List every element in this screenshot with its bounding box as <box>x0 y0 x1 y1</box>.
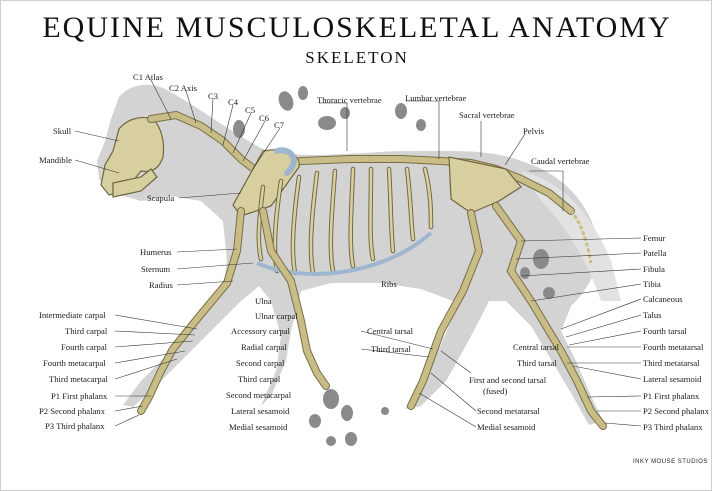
label-fourth-metatarsal: Fourth metatarsal <box>643 342 704 352</box>
label-humerus: Humerus <box>140 247 172 257</box>
label-p2-second-phalanx-right: P2 Second phalanx <box>643 406 710 416</box>
label-p3-third-phalanx-right: P3 Third phalanx <box>643 422 703 432</box>
label-c2-axis: C2 Axis <box>169 83 198 93</box>
label-fibula: Fibula <box>643 264 665 274</box>
label-talus: Talus <box>643 310 662 320</box>
label-p1-first-phalanx-left: P1 First phalanx <box>51 391 108 401</box>
label-medial-sesamoid-hind: Medial sesamoid <box>477 422 536 432</box>
label-c3: C3 <box>208 91 218 101</box>
label-central-tarsal-mid: Central tarsal <box>367 326 414 336</box>
label-first-second-tarsal: First and second tarsal <box>469 375 547 385</box>
label-c7: C7 <box>274 120 285 130</box>
label-third-carpal-left: Third carpal <box>65 326 108 336</box>
label-central-tarsal-right: Central tarsal <box>513 342 560 352</box>
label-ribs: Ribs <box>381 279 397 289</box>
label-ulnar-carpal: Ulnar carpal <box>255 311 298 321</box>
label-calcaneous: Calcaneous <box>643 294 683 304</box>
label-third-tarsal-mid: Third tarsal <box>371 344 411 354</box>
label-lumbar-vertebrae: Lumbar vertebrae <box>405 93 467 103</box>
label-p1-first-phalanx-right: P1 First phalanx <box>643 391 700 401</box>
label-scapula: Scapula <box>147 193 174 203</box>
label-c4: C4 <box>228 97 239 107</box>
label-sternum: Sternum <box>141 264 170 274</box>
label-third-carpal-mid: Third carpal <box>238 374 281 384</box>
label-thoracic-vertebrae: Thoracic vertebrae <box>317 95 382 105</box>
studio-logo: INKY MOUSE STUDIOS <box>633 459 708 465</box>
label-pelvis: Pelvis <box>523 126 545 136</box>
label-second-metacarpal: Second metacarpal <box>226 390 292 400</box>
label-lateral-sesamoid-mid: Lateral sesamoid <box>231 406 290 416</box>
label-c6: C6 <box>259 113 270 123</box>
label-second-carpal: Second carpal <box>236 358 285 368</box>
label-fourth-metacarpal: Fourth metacarpal <box>43 358 106 368</box>
label-caudal-vertebrae: Caudal vertebrae <box>531 156 590 166</box>
label-medial-sesamoid-mid: Medial sesamoid <box>229 422 288 432</box>
label-fourth-tarsal: Fourth tarsal <box>643 326 687 336</box>
label-sacral-vertebrae: Sacral vertebrae <box>459 110 515 120</box>
label-third-tarsal-right: Third tarsal <box>517 358 557 368</box>
label-third-metatarsal: Third metatarsal <box>643 358 700 368</box>
label-radius: Radius <box>149 280 174 290</box>
label-p3-third-phalanx-left: P3 Third phalanx <box>45 421 105 431</box>
label-tibia: Tibia <box>643 279 661 289</box>
label-third-metacarpal: Third metacarpal <box>49 374 109 384</box>
label-p2-second-phalanx-left: P2 Second phalanx <box>39 406 106 416</box>
label-second-metatarsal: Second metatarsal <box>477 406 540 416</box>
label-accessory-carpal: Accessory carpal <box>231 326 291 336</box>
label-femur: Femur <box>643 233 666 243</box>
label-mandible: Mandible <box>39 155 72 165</box>
label-fused: (fused) <box>483 386 507 396</box>
label-c1-atlas: C1 Atlas <box>133 72 163 82</box>
label-intermediate-carpal: Intermediate carpal <box>39 310 106 320</box>
label-patella: Patella <box>643 248 667 258</box>
label-ulna: Ulna <box>255 296 272 306</box>
label-c5: C5 <box>245 105 255 115</box>
label-skull: Skull <box>53 126 72 136</box>
label-lateral-sesamoid-right: Lateral sesamoid <box>643 374 702 384</box>
label-radial-carpal: Radial carpal <box>241 342 287 352</box>
label-fourth-carpal: Fourth carpal <box>61 342 108 352</box>
